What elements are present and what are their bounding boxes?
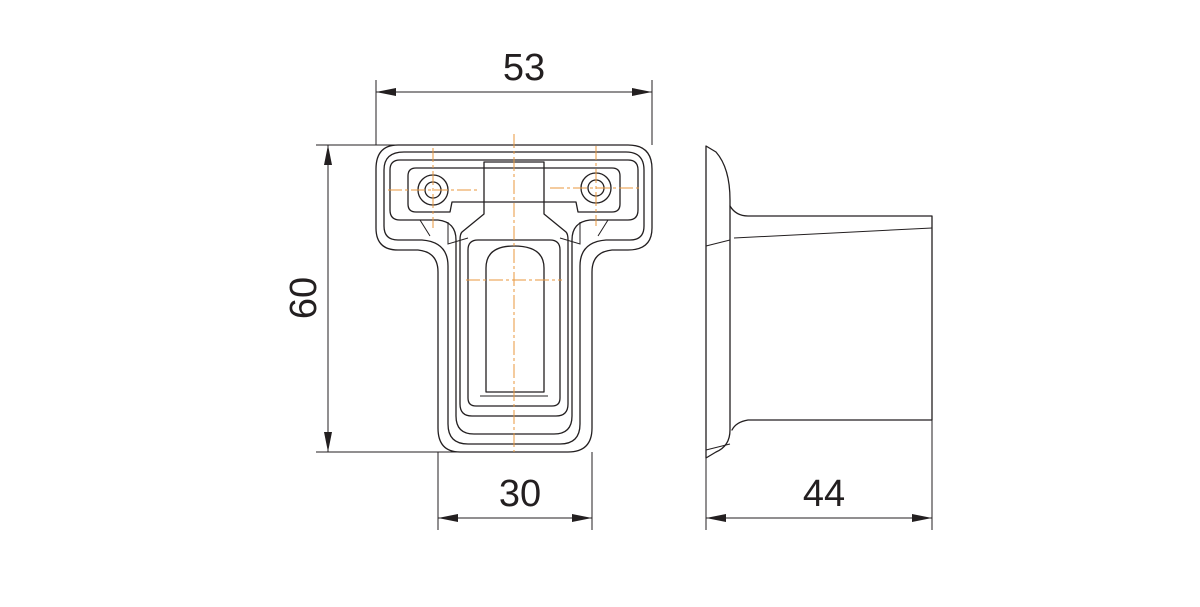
front-pocket [407,167,621,213]
side-flange [705,145,731,459]
dim-label-44: 44 [803,473,845,515]
front-recess-contour [389,159,639,435]
side-body [729,205,933,431]
front-inner-contour [383,151,645,445]
dimension-width-top: 53 [375,47,653,145]
front-slot-inner [467,239,561,407]
dim-label-30: 30 [499,473,541,515]
dim-label-53: 53 [503,47,545,89]
dimension-height-left: 60 [283,144,460,453]
front-slot-block [459,161,569,417]
front-step-lines [419,219,609,245]
dimension-depth-side: 44 [705,420,933,530]
front-view [375,134,653,453]
dim-label-60: 60 [283,277,325,319]
front-elongated-slot [485,245,545,393]
front-outer-outline [375,144,653,453]
side-flange-taper [705,239,731,451]
side-view [705,145,933,459]
side-body-top-edge [733,227,933,239]
front-block-edges [483,162,545,214]
dimension-width-bottom: 30 [437,452,593,530]
